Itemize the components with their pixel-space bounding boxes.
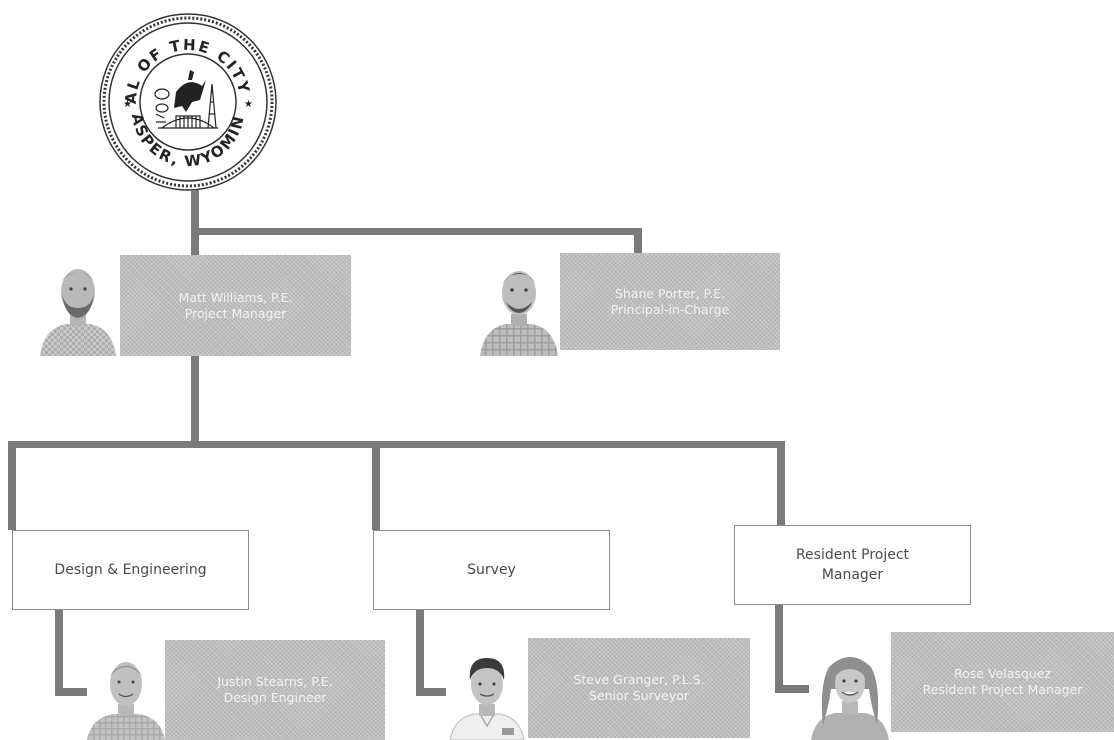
dept-box-design-engineering: Design & Engineering: [12, 530, 249, 610]
connector-shane-down: [634, 228, 642, 255]
connector-seal-down: [191, 190, 199, 258]
dept-label-line2: Manager: [821, 567, 884, 583]
staff-box-rose-velasquez: Rose Velasquez Resident Project Manager: [891, 632, 1114, 732]
svg-text:★: ★: [123, 99, 132, 110]
staff-name: Rose Velasquez: [954, 666, 1051, 681]
connector-dept1-down: [8, 441, 16, 530]
photo-matt-williams: [36, 258, 120, 356]
photo-shane-porter: [478, 258, 560, 356]
connector-staff2-vertical: [416, 608, 424, 696]
connector-staff2-horizontal: [416, 688, 446, 696]
svg-text:★: ★: [244, 99, 253, 110]
connector-dept-horizontal: [8, 441, 785, 448]
photo-steve-granger: [446, 648, 528, 740]
staff-box-steve-granger: Steve Granger, P.L.S. Senior Surveyor: [528, 638, 750, 738]
leader-title: Principal-in-Charge: [610, 301, 730, 317]
staff-title: Design Engineer: [223, 690, 327, 705]
connector-dept3-down: [777, 441, 785, 525]
dept-label: Survey: [467, 562, 516, 578]
leader-name: Shane Porter, P.E.: [614, 285, 726, 301]
photo-rose-velasquez: [809, 645, 891, 740]
photo-justin-stearns: [87, 650, 165, 740]
staff-box-justin-stearns: Justin Stearns, P.E. Design Engineer: [165, 640, 385, 740]
connector-staff3-vertical: [775, 603, 783, 693]
dept-label: Resident Project: [795, 547, 910, 563]
connector-staff1-horizontal: [55, 688, 87, 696]
staff-name: Justin Stearns, P.E.: [217, 674, 333, 689]
staff-title: Senior Surveyor: [588, 688, 690, 703]
leader-name: Matt Williams, P.E.: [178, 289, 293, 305]
leader-title: Project Manager: [184, 305, 287, 321]
city-seal: SEAL OF THE CITY OF CASPER, WYOMING ★ ★: [89, 0, 280, 194]
connector-staff3-horizontal: [775, 685, 809, 693]
dept-box-survey: Survey: [373, 530, 610, 610]
dept-box-resident-project-manager: Resident Project Manager: [734, 525, 971, 605]
leader-box-shane-porter: Shane Porter, P.E. Principal-in-Charge: [560, 253, 780, 350]
connector-top-horizontal: [191, 228, 642, 235]
leader-box-matt-williams: Matt Williams, P.E. Project Manager: [120, 255, 351, 356]
connector-staff1-vertical: [55, 608, 63, 696]
staff-title: Resident Project Manager: [922, 682, 1083, 697]
staff-name: Steve Granger, P.L.S.: [573, 672, 705, 687]
connector-dept2-down: [372, 441, 380, 530]
dept-label: Design & Engineering: [54, 562, 207, 578]
connector-matt-down: [191, 356, 199, 448]
